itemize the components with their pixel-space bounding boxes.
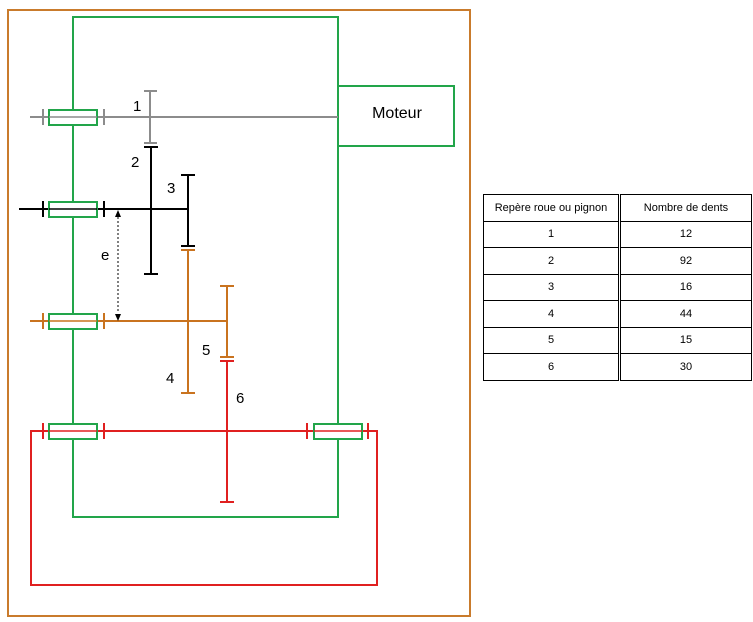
table-cell: 16 [619,273,752,301]
motor-box [337,85,455,147]
table-header-cell: Nombre de dents [619,194,752,222]
label-gear-2: 2 [131,154,139,171]
table-cell: 6 [483,353,621,381]
table-cell: 5 [483,326,621,354]
table-cell: 3 [483,273,621,301]
table-cell: 44 [619,300,752,328]
table-cell: 1 [483,220,621,248]
label-gear-1: 1 [133,98,141,115]
shaft-2 [19,146,195,275]
label-gear-3: 3 [167,180,175,197]
table-cell: 92 [619,247,752,275]
teeth-table: Repère roue ou pignon Nombre de dents 1 … [483,194,752,381]
motor-label: Moteur [372,105,422,122]
table-cell: 30 [619,353,752,381]
label-distance-e: e [101,247,109,264]
label-gear-5: 5 [202,342,210,359]
table-row: 5 15 [483,326,752,354]
table-header-row: Repère roue ou pignon Nombre de dents [483,194,752,222]
table-cell: 2 [483,247,621,275]
table-cell: 12 [619,220,752,248]
table-cell: 4 [483,300,621,328]
table-cell: 15 [619,326,752,354]
label-gear-4: 4 [166,370,174,387]
table-row: 1 12 [483,220,752,248]
table-row: 6 30 [483,353,752,381]
table-row: 4 44 [483,300,752,328]
table-header-cell: Repère roue ou pignon [483,194,621,222]
label-gear-6: 6 [236,390,244,407]
housing [72,16,339,518]
output-loop [30,430,378,586]
table-row: 3 16 [483,273,752,301]
outer-frame [7,9,471,617]
table-row: 2 92 [483,247,752,275]
distance-e-dimension [115,210,121,321]
